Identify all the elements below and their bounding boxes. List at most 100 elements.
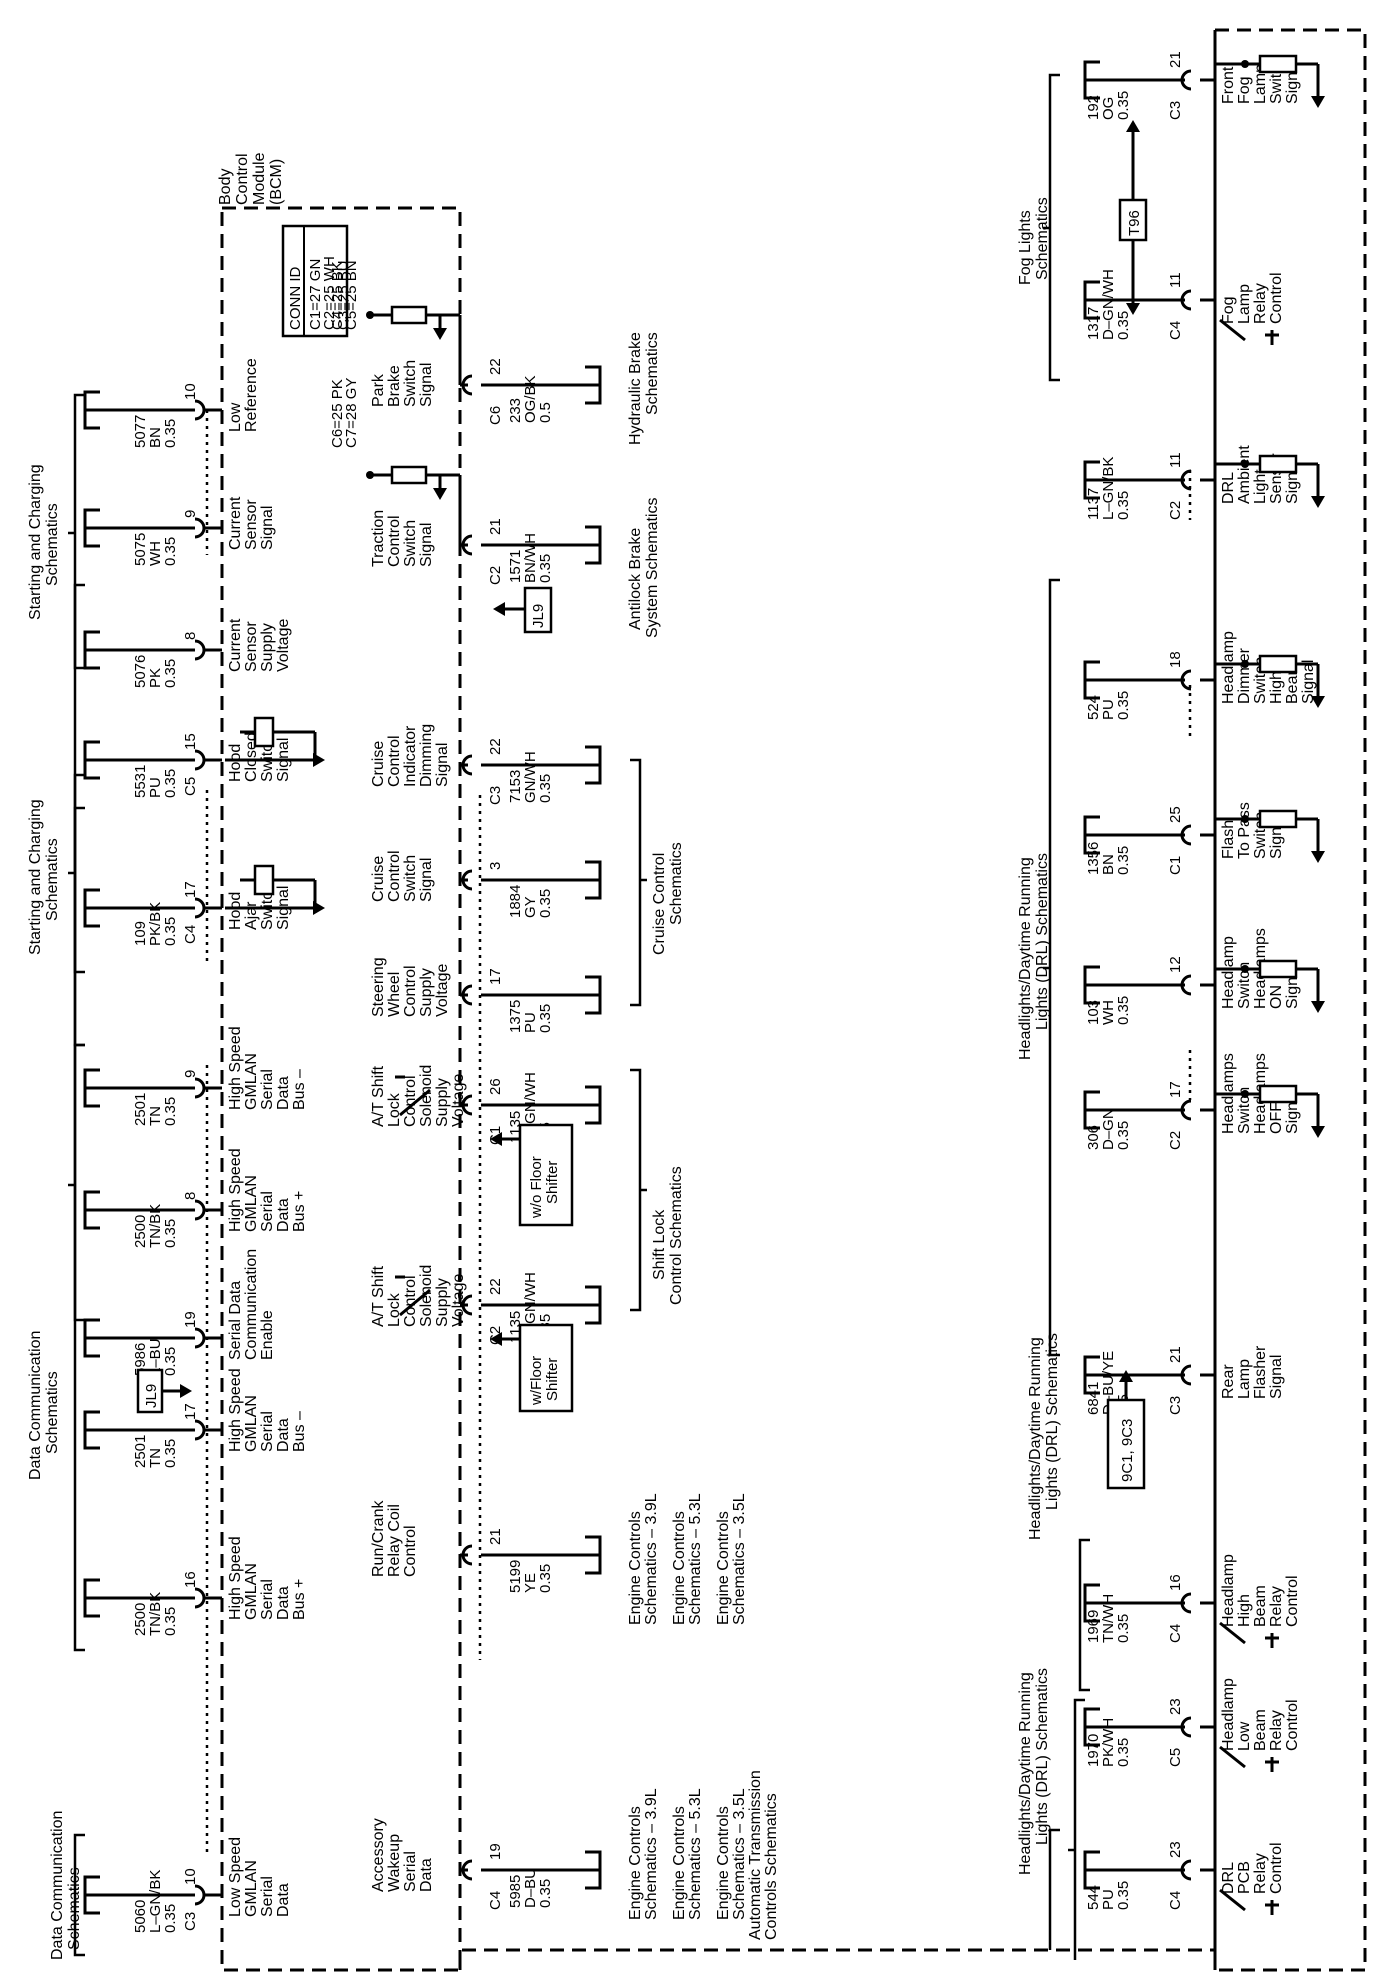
svg-text:21: 21	[487, 518, 504, 535]
svg-text:Controls Schematics: Controls Schematics	[763, 1793, 780, 1940]
circuit-label-line: Control	[386, 515, 403, 567]
wo-floor-shifter-box: w/o Floor Shifter	[490, 1123, 574, 1227]
svg-text:C2: C2	[1167, 501, 1184, 520]
circuit-label-line: Light	[1252, 469, 1269, 504]
circuit-label-line: Park	[370, 373, 387, 407]
circuit-label-line: Relay Coil	[386, 1504, 403, 1577]
circuit-label-line: Control	[402, 1075, 419, 1127]
circuit-label-line: GMLAN	[243, 1860, 260, 1917]
connector-id: C2	[487, 566, 504, 585]
svg-text:C4: C4	[1167, 1891, 1184, 1910]
pin-number: 26	[487, 1078, 504, 1095]
circuit-label-line: Serial	[259, 1579, 276, 1620]
svg-text:23: 23	[1167, 1841, 1184, 1858]
wire-spec-line: 0.35	[162, 659, 179, 688]
circuit-label-line: Traction	[370, 510, 387, 567]
resistor-icon	[390, 305, 428, 325]
connector-pin	[1180, 1859, 1192, 1881]
svg-text:Headlights/Daytime Running: Headlights/Daytime Running	[1027, 1337, 1044, 1540]
pin-number: 19	[487, 1843, 504, 1860]
arrow-icon	[1311, 496, 1325, 508]
circuit-label-line: Dimming	[418, 724, 435, 787]
svg-text:8: 8	[182, 1192, 199, 1200]
svg-text:9: 9	[182, 1070, 199, 1078]
pin-number: 23	[1167, 1841, 1184, 1858]
wire-spec-line: 0.35	[1115, 1738, 1132, 1767]
svg-text:w/Floor: w/Floor	[528, 1356, 545, 1406]
ref-bracket	[585, 860, 602, 900]
circuit-label-line: Signal	[1268, 1355, 1285, 1399]
wire-spec-line: 0.35	[537, 1564, 554, 1593]
circuit-label-line: Current	[227, 618, 244, 672]
wire-spec-line: 0.35	[162, 537, 179, 566]
wire-spec-line: 109	[132, 921, 149, 946]
circuit-label-line: Serial	[259, 1069, 276, 1110]
resistor-icon	[253, 864, 275, 896]
svg-text:C4: C4	[182, 925, 199, 944]
resistor-icon	[253, 716, 275, 748]
circuit-label-line: Bus +	[291, 1579, 308, 1620]
svg-text:C3: C3	[182, 1912, 199, 1931]
jl9-ref-mid: JL9	[493, 586, 553, 634]
conn-id-row: C7=28 GY	[343, 378, 360, 448]
ref-data-comm-1: Data Communication Schematics	[49, 1811, 83, 1960]
svg-text:Automatic Transmission: Automatic Transmission	[747, 1770, 764, 1940]
circuit-label-line: Bus –	[291, 1411, 308, 1452]
circuit-label-line: DRL	[1220, 1862, 1237, 1894]
circuit-label-line: Sensor	[243, 621, 260, 672]
ref-braces-top	[68, 393, 85, 1957]
connector-pin	[1180, 1364, 1192, 1386]
connector-pin	[1180, 69, 1192, 91]
circuit-label-line: Solenoid	[418, 1065, 435, 1127]
svg-text:18: 18	[1167, 651, 1184, 668]
circuit-label-line: Lamp	[1236, 1359, 1253, 1399]
connector-pin	[194, 1419, 206, 1441]
svg-text:15: 15	[182, 733, 199, 750]
svg-text:C3: C3	[487, 786, 504, 805]
pin-number: 9	[182, 510, 199, 518]
circuit-label-line: Control	[402, 1525, 419, 1577]
pin-number: 18	[1167, 651, 1184, 668]
wire-spec-line: GN/WH	[522, 751, 539, 803]
circuit-label-line: High Speed	[227, 1148, 244, 1232]
svg-text:C3: C3	[1167, 1396, 1184, 1415]
circuit-label-line: Lamp	[1252, 64, 1269, 104]
svg-text:Module: Module	[251, 152, 268, 205]
resistor-icon	[1258, 809, 1298, 829]
wire-spec-line: 0.35	[162, 419, 179, 448]
arrow-icon	[1311, 1001, 1325, 1013]
connector-pin	[194, 399, 206, 421]
pin-number: 16	[1167, 1574, 1184, 1591]
circuit-label-line: Control	[386, 735, 403, 787]
svg-text:(BCM): (BCM)	[268, 159, 285, 205]
circuit-label-line: Bus –	[291, 1069, 308, 1110]
wire-spec-line: PU	[522, 1012, 539, 1033]
conn-id-row: C1=27 GN	[307, 259, 324, 330]
circuit-label-line: Hood	[227, 744, 244, 782]
wire-spec-line: 5199	[507, 1560, 524, 1593]
svg-text:16: 16	[1167, 1574, 1184, 1591]
wire-spec-line: BN	[1100, 854, 1117, 875]
svg-text:Schematics: Schematics	[668, 842, 685, 925]
wire-spec-line: 2500	[132, 1215, 149, 1248]
circuit-label-line: Serial	[259, 1876, 276, 1917]
wire-spec-line: PU	[147, 777, 164, 798]
ref-bracket	[585, 365, 602, 405]
circuit-label-line: Run/Crank	[370, 1500, 387, 1577]
wire-spec-line: 5531	[132, 765, 149, 798]
svg-text:9C1, 9C3: 9C1, 9C3	[1119, 1419, 1136, 1482]
